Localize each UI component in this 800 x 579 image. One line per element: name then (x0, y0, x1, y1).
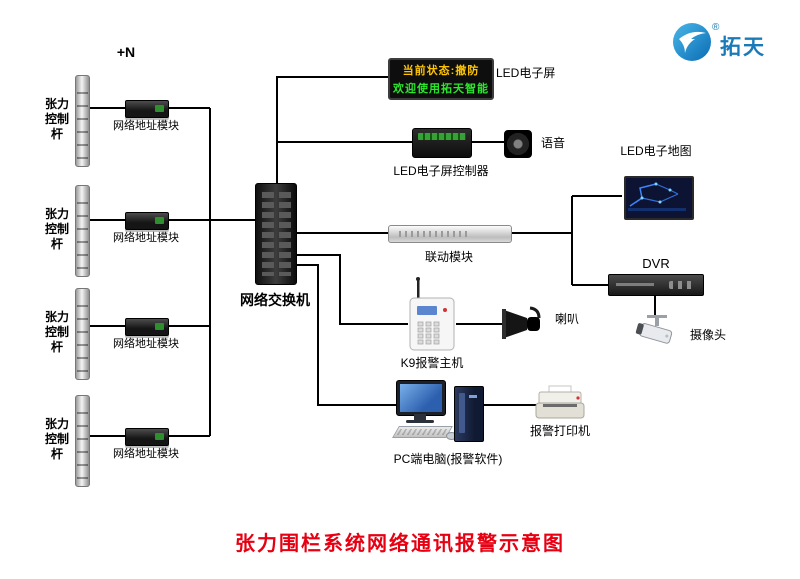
tension-pole-label-4: 张力控制杆 (44, 417, 69, 461)
pc-tower (454, 386, 484, 442)
linkage-module (388, 225, 512, 243)
horn-label: 喇叭 (554, 312, 579, 326)
camera-label: 摄像头 (690, 328, 727, 342)
tension-pole-2 (75, 185, 90, 277)
linkage-module-label: 联动模块 (424, 250, 473, 264)
network-address-module-label-4: 网络地址模块 (113, 448, 179, 460)
tension-pole-label-1: 张力控制杆 (44, 97, 69, 141)
dvr-label: DVR (642, 256, 670, 271)
led-screen: 当前状态:撤防 欢迎使用拓天智能 (388, 58, 494, 100)
network-address-module-label-3: 网络地址模块 (113, 338, 179, 350)
network-address-module-2 (125, 212, 169, 230)
logo-icon (673, 23, 711, 61)
registered-mark: ® (712, 22, 720, 33)
network-address-module-label-1: 网络地址模块 (113, 120, 179, 132)
k9-alarm-host (409, 277, 455, 351)
k9-alarm-host-label: K9报警主机 (400, 356, 464, 370)
brand-logo: ® 拓天 (672, 22, 792, 66)
led-screen-text-line1: 当前状态:撤防 (402, 65, 480, 77)
network-switch (255, 183, 297, 285)
camera (635, 315, 673, 344)
led-map (624, 176, 694, 220)
network-address-module-1 (125, 100, 169, 118)
pc-label: PC端电脑(报警软件) (393, 452, 503, 466)
tension-pole-label-2: 张力控制杆 (44, 207, 69, 251)
pc-keyboard (392, 426, 453, 438)
network-address-module-label-2: 网络地址模块 (113, 232, 179, 244)
alarm-printer-label: 报警打印机 (529, 424, 590, 438)
led-screen-controller-label: LED电子屏控制器 (393, 164, 489, 178)
led-screen-label: LED电子屏 (496, 66, 556, 80)
network-address-module-4 (125, 428, 169, 446)
pc-monitor-base (406, 420, 434, 423)
led-screen-text-line2: 欢迎使用拓天智能 (393, 83, 489, 95)
tension-pole-1 (75, 75, 90, 167)
network-switch-label: 网络交换机 (240, 292, 310, 308)
led-screen-controller (412, 128, 472, 158)
map-graphic (628, 182, 686, 211)
voice-speaker (504, 130, 532, 158)
tension-pole-4 (75, 395, 90, 487)
pc-monitor-stand (414, 414, 426, 420)
plus-n-label: +N (116, 44, 136, 60)
horn-speaker (502, 306, 541, 339)
dvr (608, 274, 704, 296)
brand-name: 拓天 (720, 36, 766, 59)
tension-pole-3 (75, 288, 90, 380)
tension-pole-label-3: 张力控制杆 (44, 310, 69, 354)
voice-label: 语音 (540, 136, 565, 150)
pc-monitor (396, 380, 446, 416)
network-address-module-3 (125, 318, 169, 336)
diagram-title: 张力围栏系统网络通讯报警示意图 (235, 533, 565, 555)
alarm-printer (535, 385, 585, 419)
led-map-label: LED电子地图 (620, 144, 692, 158)
